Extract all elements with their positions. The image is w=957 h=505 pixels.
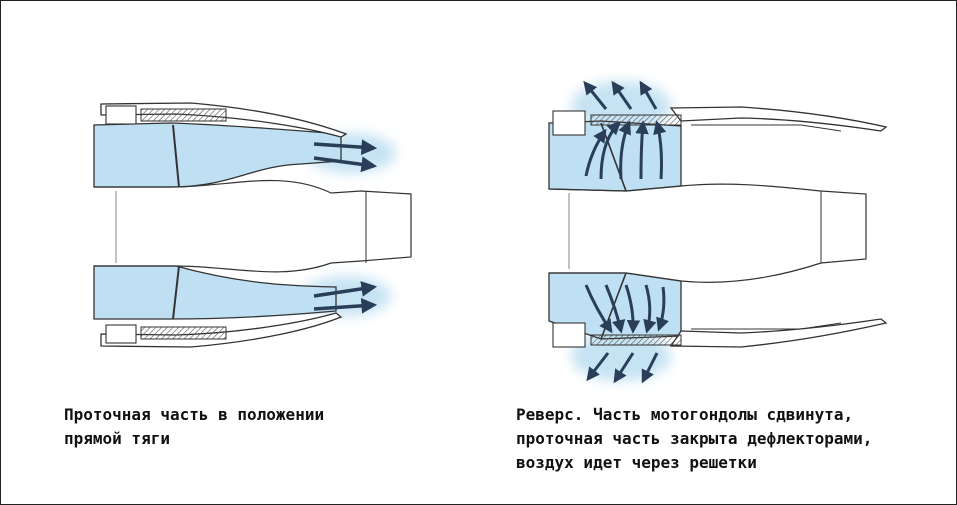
arrow-icon xyxy=(313,156,378,173)
arrow-icon xyxy=(656,286,669,332)
caption-line: прямой тяги xyxy=(64,429,170,448)
bypass-duct-bottom xyxy=(93,265,337,320)
arrow-icon xyxy=(643,284,657,334)
reverse-actuator-top xyxy=(552,110,586,136)
actuator-bottom xyxy=(105,324,137,344)
arrow-icon xyxy=(611,80,633,110)
arrow-icon xyxy=(639,80,658,110)
arrow-icon xyxy=(313,139,378,156)
caption-line: проточная часть закрыта дефлекторами, xyxy=(516,429,873,448)
core-engine-outline xyxy=(94,179,412,273)
strut-top xyxy=(172,124,180,188)
actuator-top xyxy=(105,105,137,125)
arrow-icon xyxy=(613,352,635,384)
translated-cowl-top-inner xyxy=(691,124,842,132)
translated-cowl-top xyxy=(669,106,888,132)
arrow-icon xyxy=(599,121,621,180)
arrow-icon xyxy=(584,128,607,177)
reverse-cascade-top xyxy=(590,114,682,126)
arrow-icon xyxy=(584,284,613,334)
arrow-icon xyxy=(624,284,641,334)
translated-cowl-bottom-inner xyxy=(691,322,842,330)
arrow-icon xyxy=(653,120,667,180)
reverse-core-outline xyxy=(548,183,867,283)
translated-cowl-bottom xyxy=(669,318,888,348)
arrow-icon xyxy=(604,284,626,334)
reverse-cascade-bottom xyxy=(590,334,682,346)
strut-bottom xyxy=(172,265,180,320)
caption-forward-thrust: Проточная часть в положении прямой тяги xyxy=(64,403,324,451)
arrow-icon xyxy=(586,352,610,382)
cascade-grid-bottom xyxy=(140,326,227,340)
caption-line: воздух идет через решетки xyxy=(516,453,757,472)
arrow-icon xyxy=(618,120,631,180)
caption-line: Проточная часть в положении xyxy=(64,405,325,424)
arrow-icon xyxy=(313,297,378,314)
arrow-icon xyxy=(583,80,608,110)
caption-reverse-thrust: Реверс. Часть мотогондолы сдвинута, прот… xyxy=(516,403,872,475)
cascade-grid-top xyxy=(140,108,227,122)
reverse-thrust-diagram xyxy=(548,80,888,384)
arrow-icon xyxy=(635,120,649,180)
arrow-icon xyxy=(641,352,659,384)
bypass-duct-top xyxy=(93,122,342,188)
reverse-actuator-bottom xyxy=(552,322,586,348)
forward-thrust-diagram xyxy=(93,102,412,348)
arrow-icon xyxy=(313,281,378,298)
caption-line: Реверс. Часть мотогондолы сдвинута, xyxy=(516,405,854,424)
